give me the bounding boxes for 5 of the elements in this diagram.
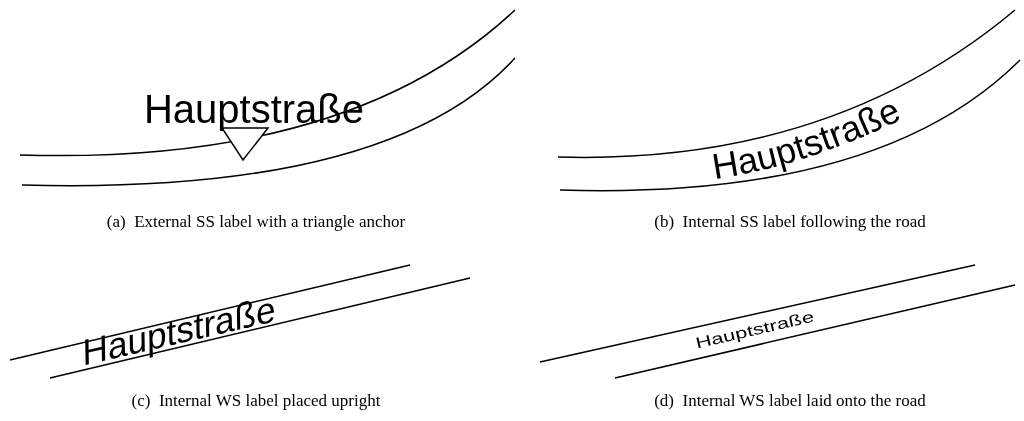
figure-caption: (c) Internal WS label placed upright — [131, 391, 381, 411]
street-name-label: Hauptstraße — [143, 87, 365, 131]
figure-caption: (d) Internal WS label laid onto the road — [654, 391, 926, 411]
figure-caption: (a) External SS label with a triangle anchor — [106, 212, 406, 232]
figure-caption: (b) Internal SS label following the road — [654, 212, 926, 232]
